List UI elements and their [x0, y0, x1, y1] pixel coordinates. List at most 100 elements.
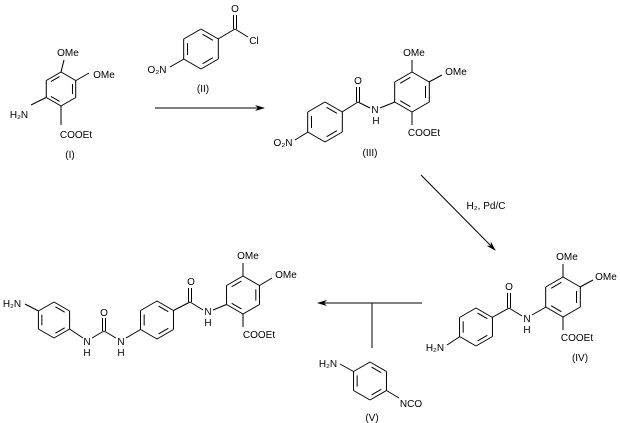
ring-bond	[562, 276, 581, 288]
methoxy-label: OMe	[445, 67, 467, 78]
bond	[69, 328, 84, 339]
bond-lines	[24, 15, 594, 401]
bond	[217, 28, 236, 40]
ring-double-bond	[158, 305, 169, 313]
ring-bond	[545, 276, 564, 288]
ring-double-bond	[231, 302, 242, 310]
ring-bond	[183, 58, 202, 70]
ring-bond	[183, 28, 202, 40]
methoxy-label: OMe	[275, 270, 297, 281]
oxygen-label: O	[354, 76, 362, 87]
ring-bond	[324, 131, 343, 143]
ring-bond	[156, 300, 174, 311]
methoxy-label: OMe	[237, 251, 259, 262]
ester-label: COOEt	[408, 128, 440, 139]
final-product: H₂N N H O N H O N H OMe OMe COOEt	[3, 251, 297, 359]
ring-bond	[459, 307, 477, 318]
ring-bond	[60, 97, 76, 107]
compound-label: (IV)	[572, 353, 588, 364]
ring-bond	[353, 361, 371, 372]
bond	[579, 279, 594, 288]
methoxy-label: OMe	[595, 272, 617, 283]
compound-label: (V)	[365, 413, 378, 423]
bond	[341, 101, 359, 113]
bond	[91, 330, 105, 339]
ring-bond	[459, 336, 477, 347]
ring-bond	[307, 101, 326, 113]
bond	[446, 336, 461, 346]
ring-double-bond	[55, 306, 65, 313]
ring-bond	[369, 361, 387, 372]
ring-double-bond	[399, 76, 411, 84]
ring-double-bond	[550, 281, 562, 289]
bond	[234, 28, 249, 38]
compound-label: (I)	[65, 150, 74, 161]
ring-bond	[242, 275, 260, 286]
bond	[173, 301, 191, 311]
hydrogen-label: H	[83, 348, 90, 359]
bond	[491, 307, 510, 318]
ring-bond	[475, 307, 493, 318]
ring-double-bond	[202, 57, 214, 65]
compound-ii: O Cl O₂N (II)	[148, 4, 259, 95]
ring-bond	[353, 390, 371, 401]
ring-bond	[38, 328, 55, 339]
hydrogen-label: H	[204, 318, 211, 329]
ring-double-bond	[371, 366, 382, 374]
bond	[339, 363, 354, 372]
ring-bond	[369, 390, 387, 401]
ring-bond	[200, 58, 219, 70]
bond	[169, 58, 185, 68]
bond	[531, 306, 547, 316]
ring-double-bond	[202, 33, 214, 41]
ester-label: COOEt	[243, 330, 275, 341]
amine-label: H₂N	[3, 299, 21, 310]
ring-bond	[38, 301, 55, 312]
nitrogen-label: N	[83, 337, 90, 348]
ring-double-bond	[50, 76, 60, 83]
ring-bond	[411, 71, 430, 83]
bond	[75, 72, 90, 81]
ring-double-bond	[55, 327, 65, 334]
ring-double-bond	[477, 334, 488, 342]
ring-bond	[475, 336, 493, 347]
ring-bond	[242, 304, 260, 315]
ring-bond	[200, 28, 219, 40]
bond	[189, 301, 204, 311]
ring-bond	[46, 71, 62, 81]
ring-bond	[140, 329, 158, 340]
nitrogen-label: N	[204, 307, 211, 318]
methoxy-label: OMe	[403, 48, 425, 59]
reaction-conditions: H₂, Pd/C	[467, 201, 506, 212]
bond	[125, 329, 141, 339]
ring-bond	[394, 71, 413, 83]
compound-iv: O N H OMe OMe COOEt H₂N (IV)	[426, 252, 617, 364]
hydrogen-label: H	[117, 348, 124, 359]
bond	[103, 330, 117, 339]
ring-bond	[226, 275, 244, 286]
ring-double-bond	[550, 305, 562, 313]
ring-double-bond	[326, 130, 338, 138]
ring-bond	[307, 131, 326, 143]
hydrogen-label: H	[523, 325, 530, 336]
ring-double-bond	[371, 388, 382, 396]
bond	[508, 307, 523, 317]
compound-i: OMe OMe H₂N COOEt (I)	[10, 48, 115, 161]
oxygen-label: O	[505, 282, 513, 293]
compound-label: (II)	[197, 84, 209, 95]
ring-bond	[226, 304, 244, 315]
bond	[357, 101, 371, 109]
bond	[386, 390, 400, 399]
oxygen-label: O	[187, 277, 195, 288]
ring-double-bond	[50, 95, 60, 102]
ester-label: COOEt	[60, 130, 92, 141]
nitrogen-label: N	[523, 314, 530, 325]
ring-double-bond	[326, 106, 338, 114]
ring-bond	[324, 101, 343, 113]
ring-bond	[53, 301, 70, 312]
ester-label: COOEt	[561, 333, 593, 344]
amine-label: H₂N	[426, 343, 444, 354]
nitro-label: O₂N	[148, 65, 167, 76]
hydrogen-label: H	[372, 116, 379, 127]
amine-label: H₂N	[10, 110, 28, 121]
